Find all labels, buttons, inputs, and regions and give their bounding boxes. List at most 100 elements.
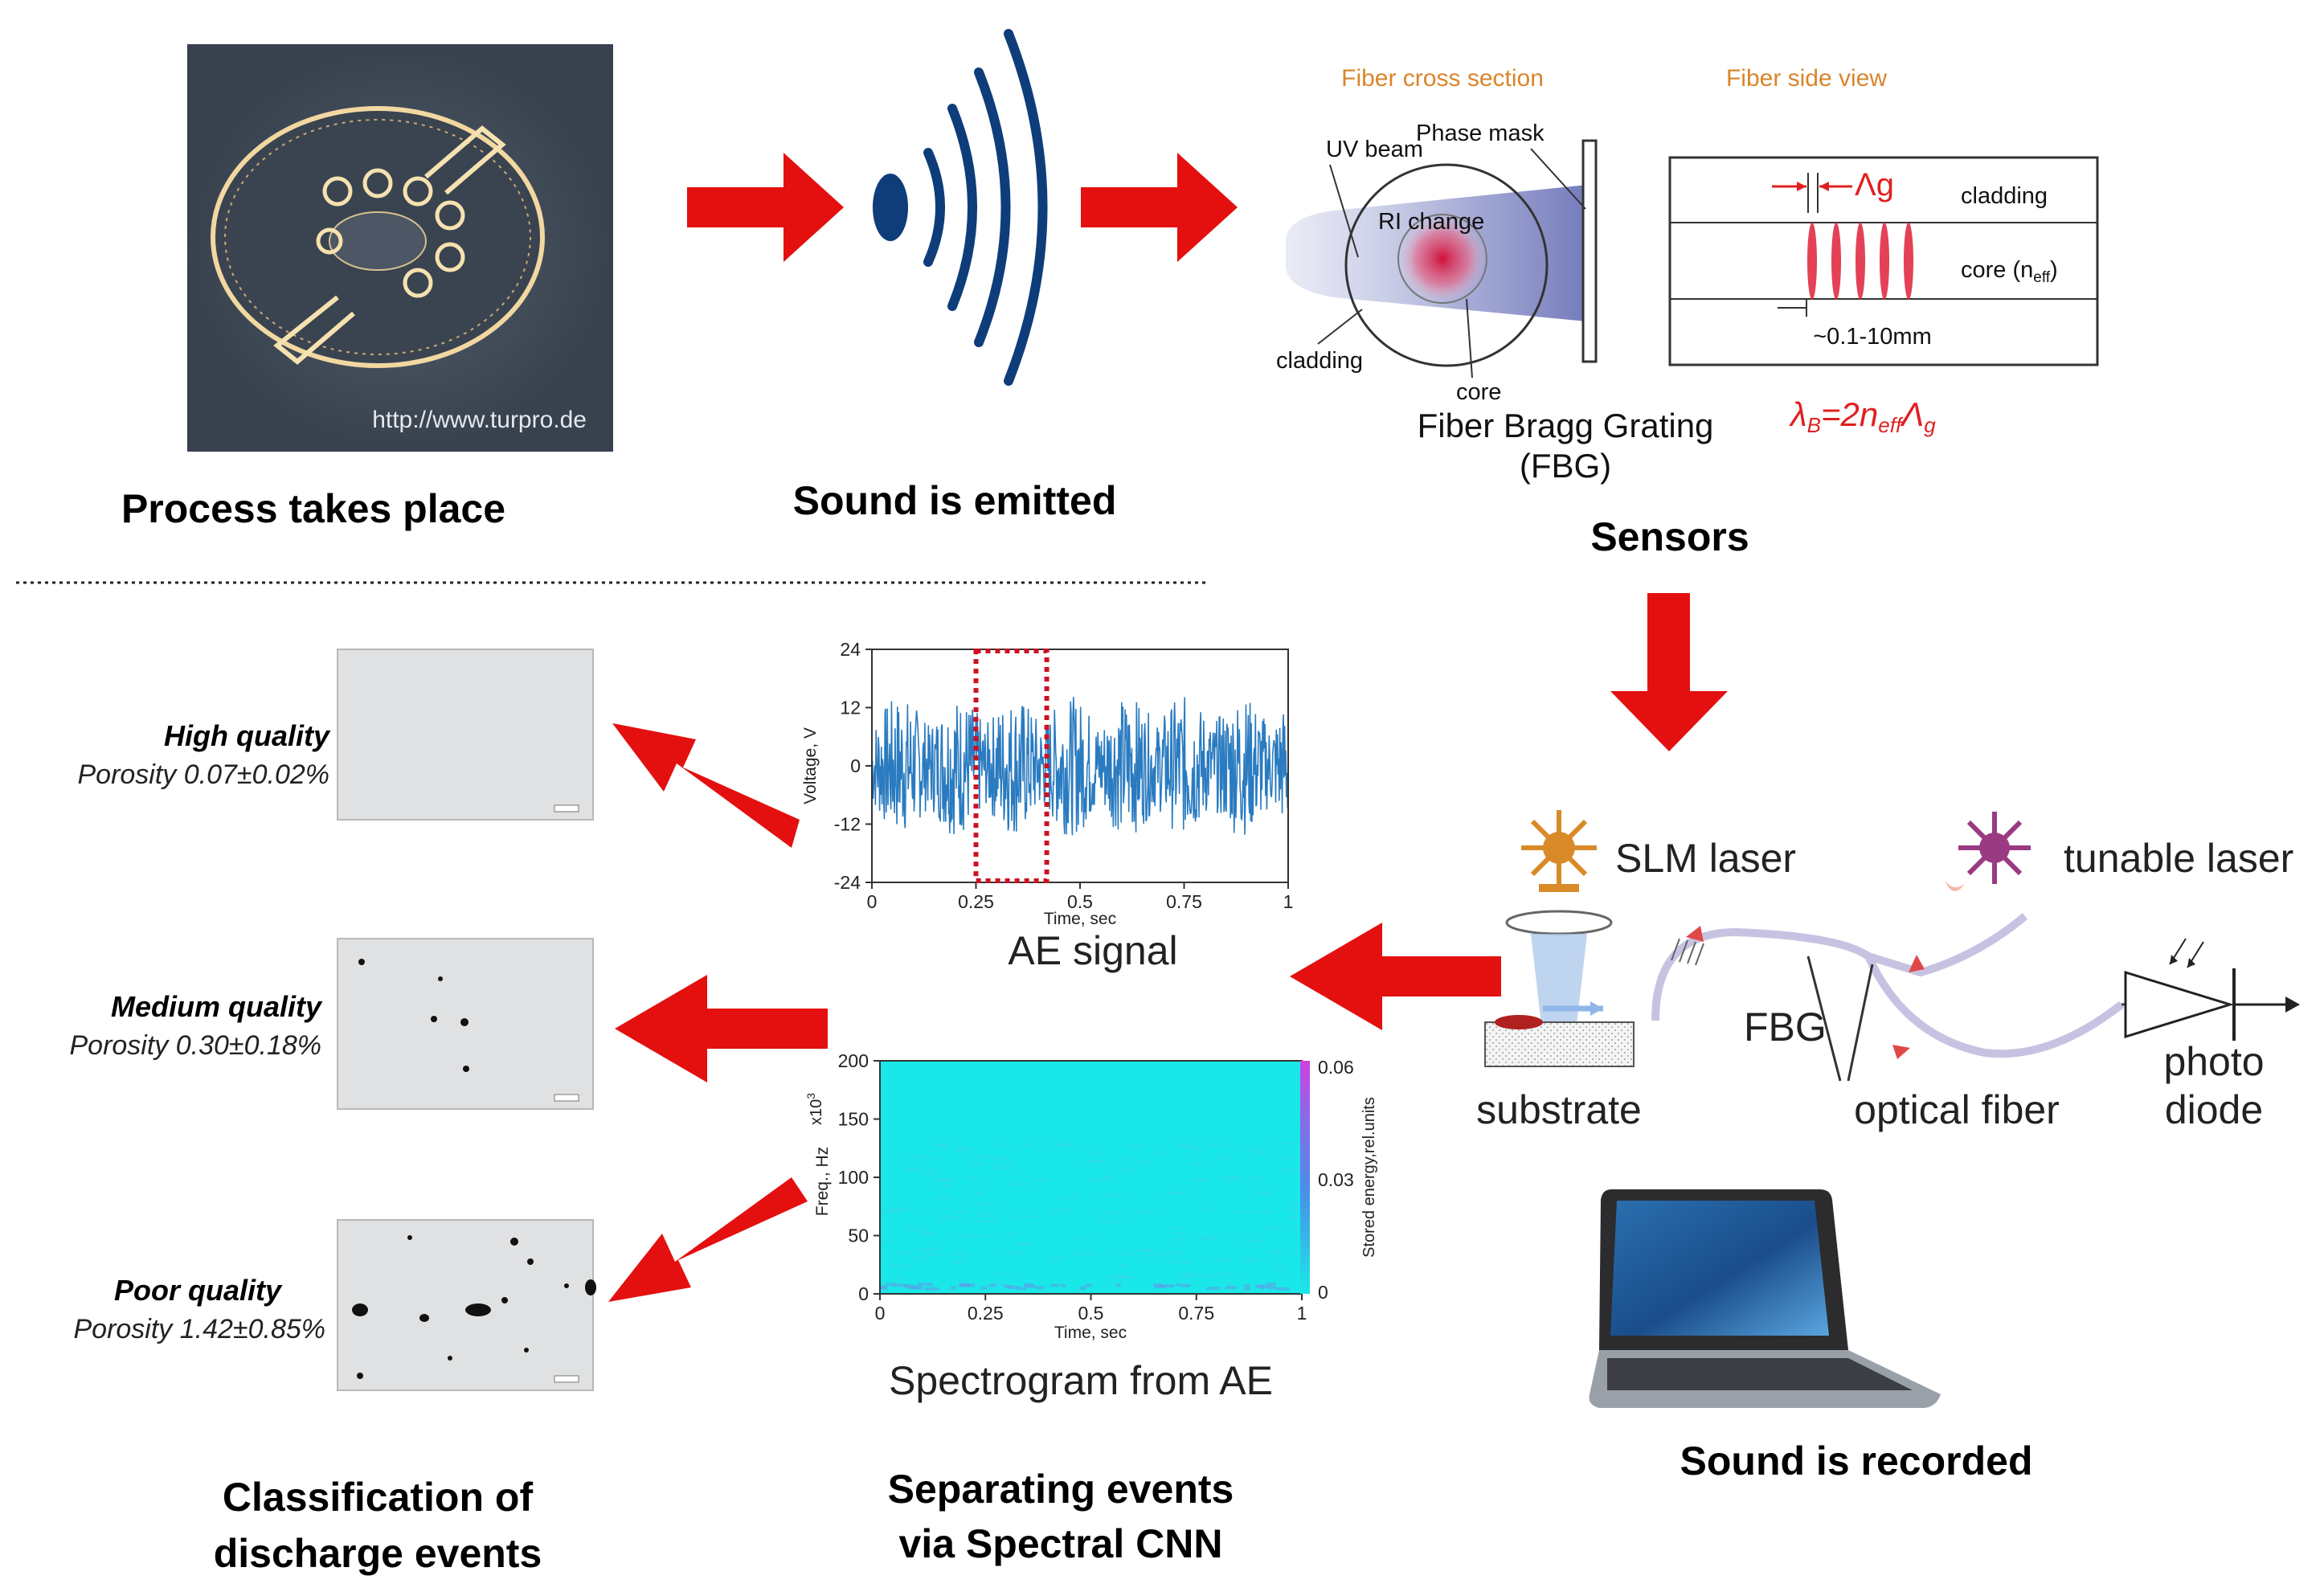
spectrogram-cell xyxy=(905,1168,924,1171)
spectrogram-cell xyxy=(917,1248,935,1251)
spectrogram-cell xyxy=(1049,1283,1059,1287)
spectrogram-cell xyxy=(1267,1226,1286,1230)
spectrogram-cell xyxy=(880,1285,887,1289)
spectrogram-cell xyxy=(1266,1283,1276,1287)
spec-ytick-label: 100 xyxy=(838,1167,869,1188)
spectrogram-cell xyxy=(1205,1207,1216,1210)
spectrogram-cell xyxy=(970,1162,985,1165)
spectrogram-cell xyxy=(892,1276,903,1279)
spectrogram-cell xyxy=(1104,1175,1115,1178)
lens xyxy=(1505,910,1613,935)
spectrogram-cell xyxy=(1072,1193,1081,1197)
spectrogram-cell xyxy=(1003,1233,1018,1236)
spectrogram-cell xyxy=(957,1280,968,1283)
spec-ytick-label: 0 xyxy=(858,1283,869,1304)
spectrogram-cell xyxy=(1103,1193,1121,1197)
spectrogram-cell xyxy=(988,1283,996,1287)
separating-caption-line2: via Spectral CNN xyxy=(899,1521,1223,1566)
spectrogram-cell xyxy=(1217,1156,1229,1160)
spectrogram-cell xyxy=(1173,1238,1181,1242)
spectrogram-cell xyxy=(955,1148,975,1152)
ae-ytick-label: -12 xyxy=(834,814,861,835)
spectrogram-cell xyxy=(914,1257,927,1260)
spectrogram-cell xyxy=(907,1229,927,1232)
spectrogram-cell xyxy=(972,1192,982,1195)
spec-colorbar-tick-label: 0 xyxy=(1318,1282,1328,1303)
spectrogram-cell xyxy=(1244,1283,1250,1287)
spectrogram-cell xyxy=(1017,1287,1027,1291)
spectrogram-cell xyxy=(978,1210,986,1213)
spectrogram-cell xyxy=(1185,1274,1207,1277)
spectrogram-cell xyxy=(942,1184,952,1187)
spectrogram-cell xyxy=(1175,1232,1185,1235)
spectrogram-cell xyxy=(1168,1192,1188,1195)
spec-xlabel: Time, sec xyxy=(1054,1324,1127,1342)
arrow-left xyxy=(1290,923,1501,1030)
spectrogram-cell xyxy=(1105,1211,1116,1214)
spectrogram-cell xyxy=(1205,1275,1222,1279)
photodiode-icon xyxy=(2121,938,2300,1041)
spectrogram-cell xyxy=(1229,1177,1245,1181)
spectrogram-cell xyxy=(1172,1226,1180,1229)
spectrogram-cell xyxy=(1049,1209,1070,1212)
spectrogram-cell xyxy=(1119,1252,1135,1255)
spectrogram-cell xyxy=(907,1156,928,1159)
spectrogram-cell xyxy=(1060,1283,1066,1287)
classification-caption-line2: discharge events xyxy=(214,1531,542,1576)
spec-colorbar-label: Stored energy,rel.units xyxy=(1360,1097,1378,1258)
spectrogram-colorbar xyxy=(1300,1061,1310,1294)
lambda-g-label: Λg xyxy=(1855,167,1894,203)
spectrogram-cell xyxy=(1192,1156,1199,1159)
spectrogram-cell xyxy=(1184,1146,1201,1149)
side-cladding-label: cladding xyxy=(1961,183,2048,209)
fiber-side-view-diagram: Fiber side view Λg cladding core (neff) … xyxy=(1668,65,2099,437)
photodiode-label-line1: photo xyxy=(2163,1039,2264,1084)
uv-beam-label: UV beam xyxy=(1326,137,1423,162)
spectrogram-cell xyxy=(917,1232,936,1235)
quality-label-high: High quality xyxy=(164,719,331,752)
ae-xlabel: Time, sec xyxy=(1044,910,1116,928)
spectrogram-cell xyxy=(908,1208,918,1211)
classification-caption-line1: Classification of xyxy=(223,1475,534,1520)
spectrogram-cell xyxy=(1172,1261,1193,1264)
spectrogram-cell xyxy=(1279,1142,1292,1145)
spectrogram-cell xyxy=(1144,1253,1164,1256)
spectrogram-cell xyxy=(992,1272,1002,1275)
spectrogram-cell xyxy=(1191,1161,1202,1164)
spec-title: Spectrogram from AE xyxy=(889,1358,1273,1403)
sound-caption: Sound is emitted xyxy=(793,478,1117,523)
spectrogram-cell xyxy=(973,1202,993,1205)
quality-label-medium: Medium quality xyxy=(111,990,323,1023)
spectrogram-cell xyxy=(1273,1250,1282,1254)
spectrogram-cell xyxy=(959,1283,970,1287)
porosity-high: Porosity 0.07±0.02% xyxy=(77,759,329,790)
recorded-caption: Sound is recorded xyxy=(1680,1438,2033,1483)
spectrogram-cell xyxy=(1073,1253,1094,1256)
spectrogram-cell xyxy=(1004,1284,1013,1288)
spectrogram-cell xyxy=(1093,1160,1103,1163)
spectrogram-cell xyxy=(992,1167,1012,1170)
spectrogram-cell xyxy=(1131,1161,1149,1164)
spectrogram-cell xyxy=(1017,1215,1037,1218)
spectrogram-cell xyxy=(1016,1242,1031,1246)
spectrogram-cell xyxy=(1086,1160,1107,1164)
spectrogram-cell xyxy=(1085,1283,1093,1287)
cladding-label: cladding xyxy=(1276,348,1363,374)
spectrogram-cell xyxy=(1116,1275,1131,1278)
spectrogram-cell xyxy=(1049,1256,1065,1259)
spectrogram-cell xyxy=(1213,1258,1228,1261)
micrograph-poor xyxy=(337,1219,596,1391)
spectrogram-cell xyxy=(1262,1211,1271,1214)
spectrogram-cell xyxy=(1169,1251,1183,1254)
spectrogram-cell xyxy=(1224,1282,1234,1285)
ae-xtick-label: 0.5 xyxy=(1067,891,1093,912)
spectrogram-cell xyxy=(987,1156,1004,1160)
melt-pool xyxy=(1495,1015,1543,1029)
spectrogram-cell xyxy=(1189,1178,1208,1181)
spec-multiplier: x103 xyxy=(804,1093,825,1125)
spectrogram-cell xyxy=(1287,1209,1308,1212)
spectrogram-cell xyxy=(1102,1220,1122,1223)
spectrogram-cell xyxy=(1143,1248,1152,1251)
spectrogram-cell xyxy=(1197,1237,1212,1240)
